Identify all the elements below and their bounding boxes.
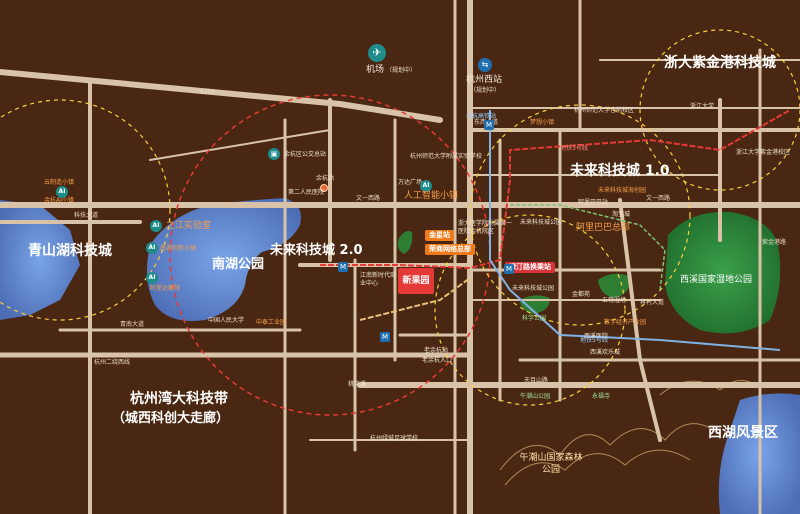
zone-zhejiang-zijingang: 浙大紫金港科技城 xyxy=(664,55,776,71)
nanhu-lake xyxy=(146,198,301,321)
west-station-note: （规划中） xyxy=(470,87,501,94)
poi-yuhang-station: 余杭站 xyxy=(316,175,335,182)
zhijiang-ai-icon: AI xyxy=(150,220,162,232)
poi-hz-indu: 杭州绿城足球学校 xyxy=(370,435,419,442)
poi-shujiao: 数字经济产业园 xyxy=(604,319,647,326)
poi-experimental-school: 杭州师范大学附属实验学校 xyxy=(410,153,483,160)
poi-yuan: 未来科技城公园 xyxy=(512,285,555,292)
poi-wuchao-park: 午潮山公园 xyxy=(520,393,551,400)
radius-circle-yellow-top xyxy=(639,29,800,191)
radius-circle-yellow-mid xyxy=(434,214,626,406)
poi-future-hq: 未来科技城海创园 xyxy=(598,187,647,194)
airport-label: 机场 xyxy=(366,65,385,75)
metro-station-icon[interactable]: M xyxy=(504,264,514,274)
radius-circle-yellow-right xyxy=(469,104,691,326)
poi-xixi-hospital: 西溪医院 xyxy=(584,333,609,340)
xixi-wetland xyxy=(665,211,781,334)
road-second-ring: 杭州二绕西线 xyxy=(94,359,131,366)
poi-alibaba-station: 阿里巴巴站 xyxy=(578,199,609,206)
west-station-label: 杭州西站 xyxy=(466,75,503,85)
poi-jiangnan: 江南新时代商业中心 xyxy=(360,272,397,287)
poi-golden-park: 金都苑 xyxy=(572,291,591,298)
poi-taobao: 淘宝城 xyxy=(612,211,631,218)
ai-town-icon: AI xyxy=(420,180,432,192)
poi-alibaba-cloud: 阿里达摩院 xyxy=(150,285,181,292)
road-tianmushan: 天目山路 xyxy=(524,377,549,384)
metro-station-icon[interactable]: M xyxy=(484,120,494,130)
poi-yongfu: 永福寺 xyxy=(592,393,611,400)
road-qingnan: 青南大道 xyxy=(120,321,145,328)
poi-zhijiang-lab: 之江实验室 xyxy=(166,221,212,231)
zone-wuchaoshan: 午潮山国家森林公园 xyxy=(519,453,583,475)
poi-taoyuan: 桃花溪 xyxy=(348,381,367,388)
road-s207: S207 xyxy=(200,89,216,96)
nanhu-ai-icon: AI xyxy=(146,242,158,254)
zone-hangzhouwan-sub: （城西科创大走廊） xyxy=(112,411,230,426)
poi-second-hospital: 第二人民医院 xyxy=(288,189,325,196)
zone-future-1: 未来科技城 1.0 xyxy=(570,163,670,179)
small-park-1 xyxy=(598,273,630,298)
poi-dream-town: 梦想小镇 xyxy=(530,119,555,126)
metro-blue-line xyxy=(489,110,781,351)
small-park-3 xyxy=(397,231,413,254)
zone-qingshanhu: 青山湖科技城 xyxy=(28,243,112,259)
road-wenyi-2: 文一西路 xyxy=(646,195,671,202)
poi-zju: 浙江大学 xyxy=(690,103,715,110)
poi-ai-town: 人工智能小镇 xyxy=(404,191,459,201)
zone-hangzhouwan: 杭州湾大科技带 xyxy=(130,391,228,407)
poi-metro-line5: 地铁5号线 xyxy=(580,337,608,344)
zone-future-2: 未来科技城 2.0 xyxy=(270,243,363,258)
project-marker[interactable]: 新果园 xyxy=(398,268,434,294)
poi-hz-normal-u: 杭州师范大学仓前校区 xyxy=(574,107,635,114)
poi-nanhu-chuangxin: 南湖创新小镇 xyxy=(160,245,197,252)
poi-zhenan-hospital: 浙大医学院附属第一医院余杭院区 xyxy=(458,220,513,235)
poi-pin xyxy=(320,184,328,192)
bus-icon: ▣ xyxy=(268,148,280,160)
poi-future-park: 未来科技城公园 xyxy=(520,219,563,226)
poi-guide-station: 老余杭站 xyxy=(424,347,449,354)
alibaba-cloud-ai-icon: AI xyxy=(146,272,158,284)
park-xixi: 西溪国家湿地公园 xyxy=(680,275,753,285)
zone-xihu-scenic: 西湖风景区 xyxy=(708,425,778,441)
jinxing-station-tag[interactable]: 金星站 xyxy=(425,230,454,241)
qingshanhu-lake xyxy=(0,200,80,320)
poi-alibaba: 阿里巴巴总部 xyxy=(576,223,631,233)
park-nanhu: 南湖公园 xyxy=(212,257,265,272)
airport-icon: ✈ xyxy=(368,44,386,62)
airport-note: （规划中） xyxy=(386,67,417,74)
west-station-icon: ⇆ xyxy=(478,58,492,72)
poi-xixi-hy: 西溪欢乐城 xyxy=(590,349,621,356)
metro-station-icon[interactable]: M xyxy=(338,262,348,272)
poi-zhonghe: 中泰工业园 xyxy=(256,319,287,326)
lvting-station-tag[interactable]: 绿汀路换乘站 xyxy=(505,262,555,273)
road-zijingang: 紫金港路 xyxy=(762,239,787,246)
h-road-j xyxy=(149,129,331,161)
poi-zju-zijingang: 浙江大学紫金港校区 xyxy=(736,149,791,156)
radius-circle-yellow-left xyxy=(0,99,171,321)
poi-kexue-park: 科学公园 xyxy=(522,315,547,322)
poi-metro-line3: 地铁3号线 xyxy=(560,145,588,152)
poi-people-ind: 中国人民大学 xyxy=(208,317,245,324)
poi-laoyuhang: 老余杭入口 xyxy=(422,357,453,364)
poi-wuchang-p: 五常湿地 xyxy=(602,297,627,304)
metro-green-line xyxy=(510,204,666,291)
metro-station-icon[interactable]: M xyxy=(380,332,390,342)
bus-center-label: 余杭区公交总站 xyxy=(284,151,327,158)
s207-road xyxy=(0,69,443,123)
yuhang-ai-icon: AI xyxy=(56,186,68,198)
metro-tan-line xyxy=(359,277,471,321)
road-keji: 科技大道 xyxy=(74,212,99,219)
rongchuang-tag[interactable]: 荣商网络总部 xyxy=(425,244,475,255)
poi-metro-yuhang: 余杭高铁站 xyxy=(466,113,497,120)
poi-wanda: 万达广场 xyxy=(398,179,423,186)
road-jiangcun: 蒋村大道 xyxy=(640,299,665,306)
poi-yunqi-town: 云制造小镇 xyxy=(44,179,75,186)
poi-yuhang-ai: 余杭AI小镇 xyxy=(44,197,74,204)
metro-red-line xyxy=(320,109,791,270)
road-wenyi-1: 文一西路 xyxy=(356,195,381,202)
